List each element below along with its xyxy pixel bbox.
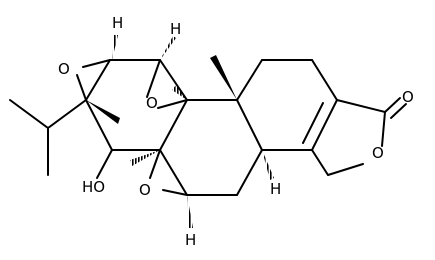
- hydroxyl-label: HO: [82, 178, 105, 196]
- hydrogen-top-right: H: [170, 20, 181, 38]
- carbonyl-oxygen: O: [402, 88, 414, 106]
- bond-lines: [9, 59, 407, 196]
- hydrogen-right: H: [270, 180, 281, 198]
- hash-bond-h-right: [262, 150, 274, 180]
- hash-bond-h-top-right: [160, 36, 176, 60]
- hash-bond-h-top-left: [112, 35, 118, 60]
- lactone-ring-oxygen: O: [372, 144, 384, 162]
- hydrogen-bottom: H: [185, 231, 196, 249]
- wedge-bond-isopropyl: [86, 100, 120, 124]
- epoxide-oxygen-bottom: O: [139, 181, 151, 199]
- hydrogen-top-left: H: [112, 14, 123, 32]
- epoxide-oxygen-center: O: [146, 94, 158, 112]
- hash-bond-h-bottom: [187, 195, 193, 228]
- wedge-bond-methyl: [210, 55, 237, 100]
- hash-bond-ring-junction: [172, 85, 187, 100]
- epoxide-oxygen-top: O: [58, 60, 70, 78]
- hash-bond-hydroxyl-carbon: [130, 150, 160, 166]
